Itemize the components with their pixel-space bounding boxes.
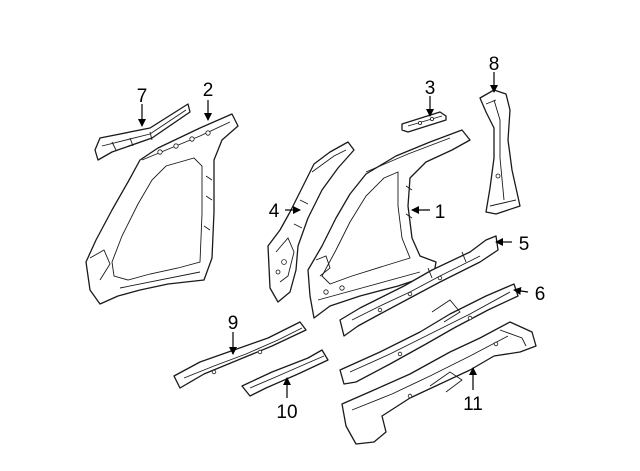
part-2-outer-side-frame	[85, 113, 239, 305]
part-6-inner-rocker	[339, 283, 519, 385]
part-4-pillar-reinforcement	[267, 141, 355, 303]
part-9-lower-sill	[173, 321, 307, 389]
callout-3: 3	[425, 78, 436, 99]
callout-numbers: 7 2 3 8 4 1 5 6 9 10 11	[137, 54, 546, 423]
leader-6	[513, 287, 529, 295]
part-8-pillar	[479, 89, 521, 215]
callout-10: 10	[276, 402, 297, 423]
callout-2: 2	[203, 80, 214, 101]
callout-leaders	[138, 72, 529, 398]
callout-9: 9	[228, 313, 239, 334]
callout-11: 11	[463, 394, 483, 415]
part-7-rail-reinforcement	[94, 103, 191, 161]
callout-1: 1	[435, 202, 446, 223]
callout-5: 5	[519, 234, 530, 255]
part-3-bracket	[401, 111, 447, 133]
part-11-floor-extension	[341, 321, 537, 445]
callout-7: 7	[137, 86, 148, 107]
callout-6: 6	[535, 284, 546, 305]
callout-4: 4	[269, 201, 280, 222]
callout-8: 8	[489, 54, 500, 75]
part-10-sill-plate	[241, 349, 329, 397]
